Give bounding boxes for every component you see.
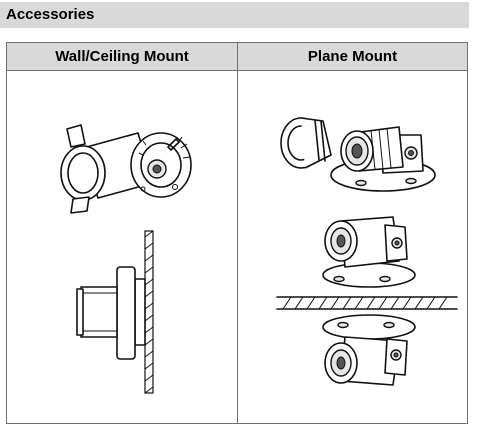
- wall-mount-perspective-illustration: [43, 113, 213, 223]
- accessories-table: Wall/Ceiling Mount Plane Mount: [6, 42, 468, 424]
- wall-mount-side-view-illustration: [71, 227, 171, 397]
- section-title: Accessories: [0, 2, 469, 28]
- column-divider: [237, 43, 238, 423]
- column-header-wall-ceiling-mount: Wall/Ceiling Mount: [55, 48, 189, 65]
- plane-mount-exploded-illustration: [271, 105, 441, 215]
- plane-mount-installed-illustration: [273, 215, 461, 415]
- column-header-plane-mount: Plane Mount: [307, 48, 398, 65]
